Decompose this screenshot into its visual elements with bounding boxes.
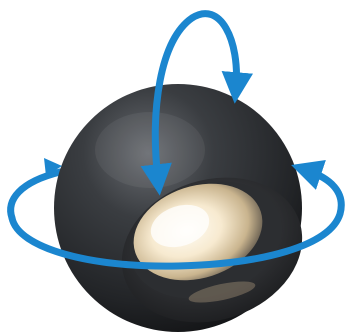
horizontal-rotation-arrow-back: [11, 172, 60, 218]
